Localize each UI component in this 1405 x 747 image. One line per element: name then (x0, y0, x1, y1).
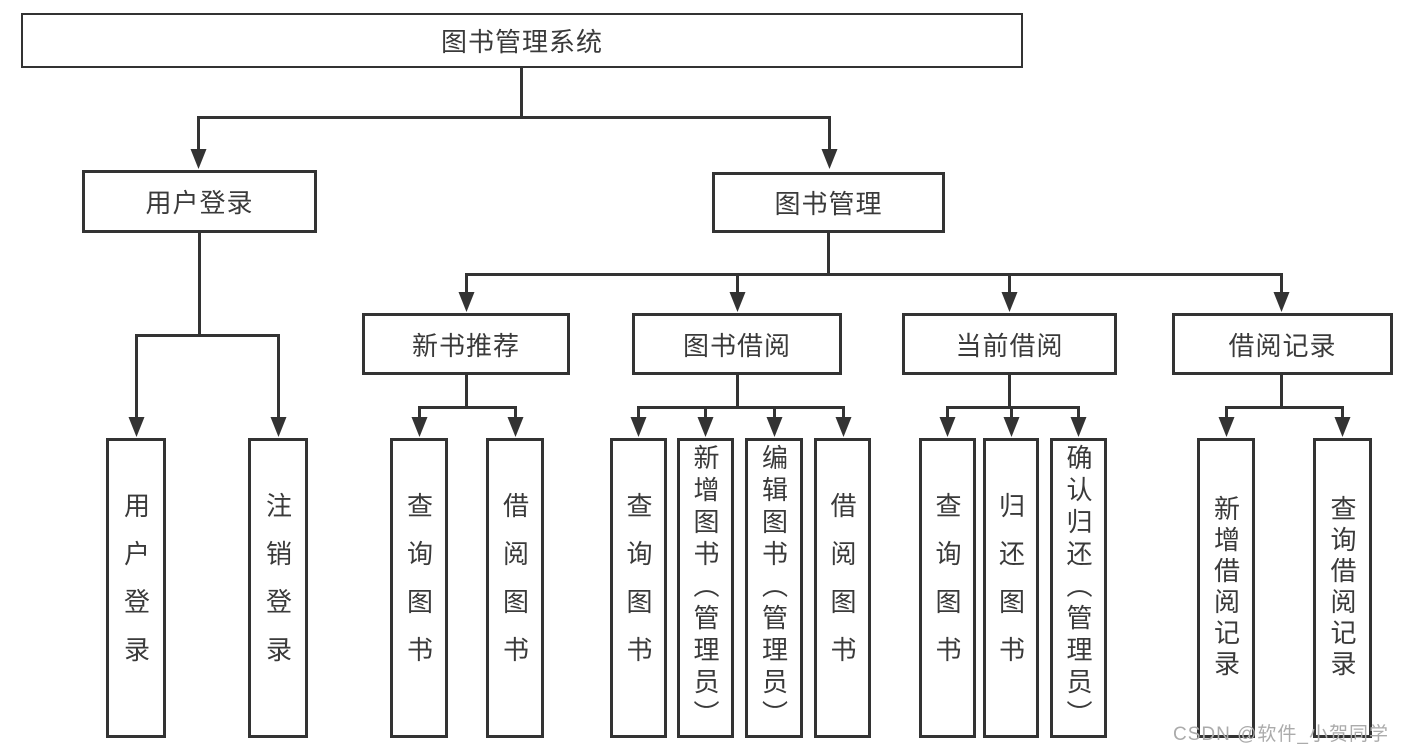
node-label: 图书借阅 (682, 330, 791, 361)
node-label: 借阅记录 (1228, 330, 1337, 361)
leaf-query-books-borrow: 查询图书 (610, 438, 667, 738)
node-label: 编辑图书（管理员） (758, 444, 789, 732)
leaf-borrow-books-recommend: 借阅图书 (486, 438, 544, 738)
node-new-book-recommend: 新书推荐 (362, 313, 570, 375)
node-label: 查询图书 (403, 492, 434, 684)
node-book-borrowing: 图书借阅 (632, 313, 842, 375)
node-label: 查询借阅记录 (1327, 495, 1357, 681)
node-label: 新增图书（管理员） (690, 444, 720, 732)
node-label: 借阅图书 (827, 492, 857, 684)
node-label: 用户登录 (145, 188, 254, 218)
leaf-edit-books-admin: 编辑图书（管理员） (745, 438, 803, 738)
leaf-user-login: 用户登录 (106, 438, 166, 738)
leaf-query-borrow-record: 查询借阅记录 (1313, 438, 1372, 738)
node-label: 查询图书 (623, 492, 653, 684)
watermark: CSDN @软件_小贺同学 (1173, 724, 1389, 745)
leaf-add-borrow-record: 新增借阅记录 (1197, 438, 1255, 738)
node-label: 当前借阅 (955, 330, 1064, 361)
leaf-borrow-books: 借阅图书 (814, 438, 871, 738)
node-current-borrowing: 当前借阅 (902, 313, 1117, 375)
leaf-confirm-return-admin: 确认归还（管理员） (1050, 438, 1107, 738)
node-label: 注销登录 (262, 492, 293, 684)
node-label: 确认归还（管理员） (1063, 444, 1093, 732)
node-book-management: 图书管理 (712, 172, 945, 233)
node-borrow-records: 借阅记录 (1172, 313, 1393, 375)
node-label: 图书管理系统 (440, 27, 603, 57)
node-label: 图书管理 (774, 189, 883, 219)
leaf-logout: 注销登录 (248, 438, 308, 738)
node-label: 借阅图书 (499, 492, 530, 684)
node-label: 用户登录 (120, 492, 151, 684)
node-user-login: 用户登录 (82, 170, 317, 233)
node-label: 归还图书 (995, 492, 1026, 684)
leaf-add-books-admin: 新增图书（管理员） (677, 438, 734, 738)
node-label: 查询图书 (932, 492, 962, 684)
node-label: 新书推荐 (411, 330, 520, 361)
leaf-return-books: 归还图书 (983, 438, 1039, 738)
node-root: 图书管理系统 (21, 13, 1023, 68)
leaf-query-books-recommend: 查询图书 (390, 438, 448, 738)
node-label: 新增借阅记录 (1210, 495, 1241, 681)
leaf-query-books-current: 查询图书 (919, 438, 976, 738)
